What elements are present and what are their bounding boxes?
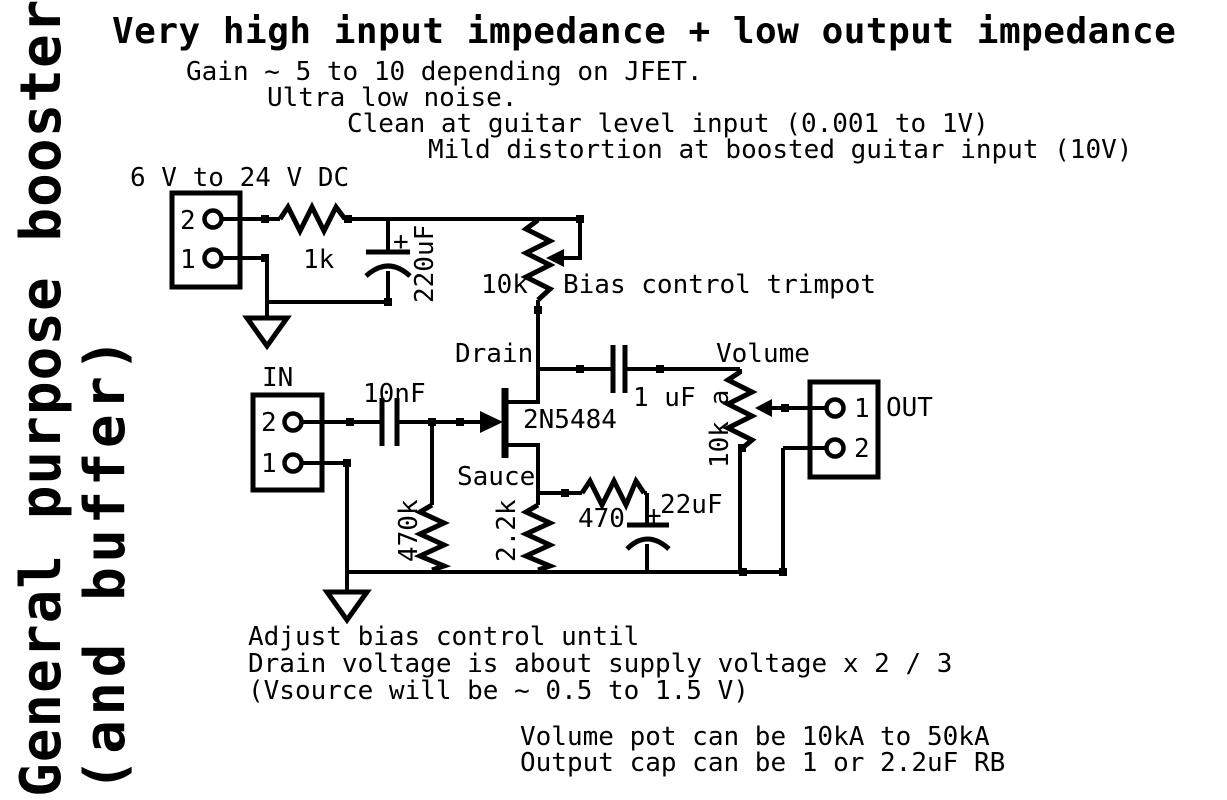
cap-220uf-plus: + <box>393 227 409 257</box>
junction-dots <box>261 215 789 576</box>
cap-220uf-plate-curved <box>364 263 412 278</box>
cap-10nf-label: 10nF <box>363 379 426 409</box>
input-pin1-terminal <box>282 452 304 474</box>
volume-wiper-arrow <box>755 399 772 417</box>
power-pin1-terminal <box>202 247 224 269</box>
junction-dot <box>428 418 436 426</box>
jfet-part-label: 2N5484 <box>523 405 617 435</box>
header-note-distortion: Mild distortion at boosted guitar input … <box>428 135 1132 165</box>
power-ground-triangle <box>242 315 292 351</box>
junction-dot <box>738 444 746 452</box>
output-pin1-label: 1 <box>854 394 870 424</box>
source-network: 2.2k 470 + 22uF <box>492 475 723 574</box>
junction-dot <box>534 306 542 314</box>
output-pin2-label: 2 <box>854 434 870 464</box>
resistor-470k-label: 470k <box>394 499 424 562</box>
junction-dot <box>561 489 569 497</box>
bias-trimpot: 10k Bias control trimpot <box>481 217 876 369</box>
power-supply-label: 6 V to 24 V DC <box>130 163 349 193</box>
output-network: 1 uF Volume 10k a <box>538 339 827 572</box>
bias-adjust-note-2: Drain voltage is about supply voltage x … <box>248 649 952 679</box>
main-ground-triangle <box>322 589 372 625</box>
page-title: Very high input impedance + low output i… <box>112 11 1176 52</box>
supply-rail: 1k <box>221 201 538 275</box>
resistor-470k <box>413 502 452 573</box>
junction-dot <box>261 254 269 262</box>
input-pin2-terminal <box>282 411 304 433</box>
junction-dot <box>779 568 787 576</box>
extra-note-1: Volume pot can be 10kA to 50kA <box>520 722 990 752</box>
output-connector-body <box>807 379 881 480</box>
bias-note: Bias control trimpot <box>563 270 876 300</box>
power-pin2-label: 2 <box>180 206 196 236</box>
input-connector: IN 2 1 <box>250 363 325 493</box>
volume-pot-value-label: 10k a <box>705 390 735 468</box>
output-pin2-terminal <box>824 437 846 459</box>
extra-note-2: Output cap can be 1 or 2.2uF RB <box>520 748 1005 778</box>
junction-dot <box>346 418 354 426</box>
jfet-source-lead <box>505 443 540 493</box>
cap-22uf-label: 22uF <box>660 490 723 520</box>
resistor-2k2-label: 2.2k <box>492 499 522 562</box>
junction-dot <box>739 568 747 576</box>
jfet-gate-arrow <box>480 411 503 433</box>
power-ground <box>242 302 292 351</box>
volume-pot-resistor <box>722 369 758 452</box>
trimpot-wiper-wire <box>538 217 582 260</box>
bias-adjust-note-3: (Vsource will be ~ 0.5 to 1.5 V) <box>248 676 749 706</box>
jfet-drain-lead <box>505 369 540 404</box>
input-label: IN <box>262 363 293 393</box>
power-connector-body <box>169 190 243 290</box>
cap-22uf-plate-curved <box>625 536 671 551</box>
resistor-470-label: 470 <box>578 504 625 534</box>
resistor-470 <box>579 475 647 512</box>
cap-22uf-plus: + <box>646 501 662 531</box>
side-title-line2: (and buffer) <box>73 333 138 792</box>
power-pin1-label: 1 <box>180 245 196 275</box>
junction-dot <box>576 215 584 223</box>
jfet-2n5484: 2N5484 Sauce <box>457 369 617 493</box>
header-note-clean: Clean at guitar level input (0.001 to 1V… <box>347 109 989 139</box>
trimpot-10k-resistor <box>520 218 556 302</box>
output-label: OUT <box>886 393 933 423</box>
bias-adjust-note-1: Adjust bias control until <box>248 622 639 652</box>
junction-dot <box>343 459 351 467</box>
source-label: Sauce <box>457 462 535 492</box>
resistor-1k <box>277 201 347 237</box>
input-network: 10nF 470k <box>301 379 482 574</box>
output-pin1-terminal <box>824 397 846 419</box>
trimpot-value-label: 10k <box>481 270 528 300</box>
cap-220uf-label: 220uF <box>410 225 440 303</box>
junction-dot <box>344 215 352 223</box>
input-pin2-label: 2 <box>261 408 277 438</box>
drain-label: Drain <box>455 339 533 369</box>
resistor-2k2 <box>519 502 558 573</box>
side-title-line1: General purpose booster <box>9 0 74 797</box>
junction-dot <box>456 418 464 426</box>
junction-dot <box>781 404 789 412</box>
filter-cap-220uf: + 220uF <box>221 219 440 304</box>
input-pin1-label: 1 <box>261 449 277 479</box>
power-pin2-terminal <box>202 208 224 230</box>
cap-1uf-label: 1 uF <box>633 383 696 413</box>
input-connector-body <box>250 392 325 493</box>
resistor-1k-label: 1k <box>303 245 335 275</box>
output-connector: 1 2 OUT <box>781 379 933 572</box>
junction-dot <box>261 215 269 223</box>
junction-dot <box>576 365 584 373</box>
ground-bus <box>322 570 783 625</box>
header-note-noise: Ultra low noise. <box>267 83 517 113</box>
volume-label: Volume <box>716 339 810 369</box>
footer-notes: Adjust bias control until Drain voltage … <box>248 622 1005 778</box>
trimpot-wiper-arrow <box>546 249 564 267</box>
header-note-gain: Gain ~ 5 to 10 depending on JFET. <box>186 57 703 87</box>
junction-dot <box>384 298 392 306</box>
junction-dot <box>656 365 664 373</box>
power-connector: 6 V to 24 V DC 2 1 <box>130 163 349 290</box>
